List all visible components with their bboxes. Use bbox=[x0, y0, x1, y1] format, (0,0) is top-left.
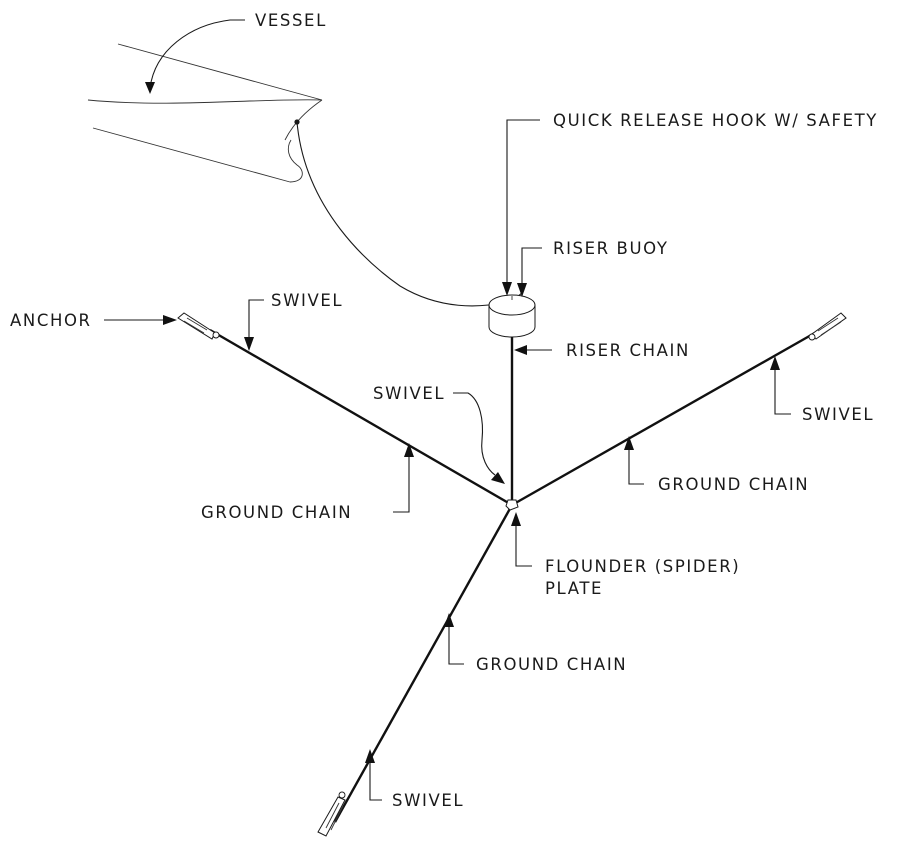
ground-chain-left-label: GROUND CHAIN bbox=[201, 503, 352, 522]
ground-chain-right-leader bbox=[624, 436, 644, 485]
ground-chain-right-label: GROUND CHAIN bbox=[658, 475, 809, 494]
ground-chain-right-line bbox=[511, 328, 821, 507]
ground-chain-left-line bbox=[209, 328, 513, 507]
flounder-plate-label-line1: FLOUNDER (SPIDER) bbox=[545, 557, 740, 576]
swivel-center-label: SWIVEL bbox=[373, 384, 445, 403]
swivel-center-leader bbox=[453, 392, 505, 484]
vessel-leader bbox=[145, 19, 245, 94]
swivel-bottom-label: SWIVEL bbox=[392, 791, 464, 810]
anchor-bottom bbox=[317, 791, 346, 837]
riser-buoy bbox=[488, 294, 536, 338]
ground-chain-bottom-line bbox=[333, 504, 514, 823]
quick-release-hook-leader bbox=[502, 119, 540, 296]
riser-chain-leader bbox=[514, 345, 552, 355]
swivel-right-label: SWIVEL bbox=[802, 405, 874, 424]
ground-chain-left-leader bbox=[393, 443, 414, 513]
anchor-top-left bbox=[177, 312, 220, 340]
vessel-hull bbox=[87, 43, 323, 183]
anchor-leader bbox=[104, 315, 177, 325]
riser-chain-label: RISER CHAIN bbox=[566, 341, 690, 360]
anchor-label: ANCHOR bbox=[10, 311, 92, 330]
riser-buoy-leader bbox=[517, 247, 542, 297]
swivel-right-leader bbox=[770, 356, 791, 415]
ground-chain-bottom-leader bbox=[444, 613, 464, 665]
anchor-right bbox=[808, 312, 847, 341]
swivel-top-left-label: SWIVEL bbox=[271, 291, 343, 310]
vessel-label: VESSEL bbox=[255, 11, 327, 30]
riser-buoy-label: RISER BUOY bbox=[553, 239, 669, 258]
swivel-bottom-leader bbox=[365, 749, 382, 801]
flounder-plate-leader bbox=[511, 512, 532, 567]
ground-chain-bottom-label: GROUND CHAIN bbox=[476, 655, 627, 674]
flounder-plate bbox=[505, 499, 519, 511]
mooring-pennant bbox=[296, 121, 523, 307]
flounder-plate-label-line2: PLATE bbox=[545, 579, 603, 598]
quick-release-hook-label: QUICK RELEASE HOOK W/ SAFETY bbox=[553, 111, 878, 130]
swivel-top-left-leader bbox=[244, 299, 264, 351]
